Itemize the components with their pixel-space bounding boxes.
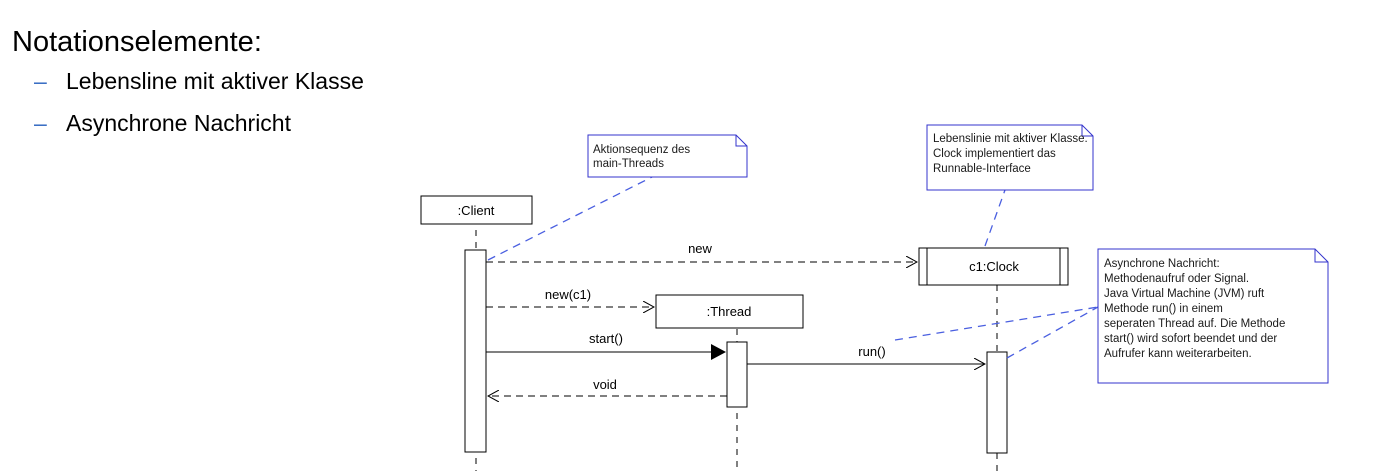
note-async-line: Methode run() in einem [1104,303,1223,315]
bullet-label: Lebensline mit aktiver Klasse [66,68,364,94]
note-async-line: seperaten Thread auf. Die Methode [1104,318,1285,330]
thread-activation-bar [726,341,748,408]
client-lifeline-head: :Client [420,195,533,225]
note-active-class-line: Lebenslinie mit aktiver Klasse. [933,133,1088,145]
note-active-class: Lebenslinie mit aktiver Klasse. Clock im… [926,124,1094,191]
note-async-line: Java Virtual Machine (JVM) ruft [1104,288,1265,300]
clock-activation-bar [986,351,1008,454]
note-connector-active-class [984,189,1006,247]
client-label: :Client [458,203,495,218]
note-async-line: Methodenaufruf oder Signal. [1104,273,1249,285]
note-async-message: Asynchrone Nachricht: Methodenaufruf ode… [1097,248,1329,384]
note-connector-async-clock [1006,306,1099,359]
message-start-label: start() [589,331,623,346]
note-connector-main-thread [487,176,653,261]
bullet-item-active-class: –Lebensline mit aktiver Klasse [34,68,364,95]
note-async-line: Asynchrone Nachricht: [1104,258,1220,270]
note-main-thread-line: main-Threads [593,158,664,170]
message-void-label: void [593,377,617,392]
client-activation-bar [464,249,487,453]
note-active-class-line: Clock implementiert das [933,148,1056,160]
heading: Notationselemente: [12,26,262,58]
bullet-item-async-message: –Asynchrone Nachricht [34,110,291,137]
note-main-thread-line: Aktionsequenz des [593,144,690,156]
thread-lifeline-head: :Thread [655,294,804,329]
clock-lifeline-head: c1:Clock [918,247,1069,286]
thread-label: :Thread [707,304,752,319]
message-run-label: run() [858,344,885,359]
bullet-dash: – [34,110,47,136]
message-new-label: new [688,241,712,256]
bullet-label: Asynchrone Nachricht [66,110,291,136]
clock-label: c1:Clock [969,259,1019,274]
note-connector-async-run [894,306,1099,341]
bullet-dash: – [34,68,47,94]
note-async-line: Aufrufer kann weiterarbeiten. [1104,348,1252,360]
note-active-class-line: Runnable-Interface [933,163,1031,175]
note-main-thread: Aktionsequenz des main-Threads [587,134,748,178]
message-new-c1-label: new(c1) [545,287,591,302]
note-async-line: start() wird sofort beendet und der [1104,333,1277,345]
